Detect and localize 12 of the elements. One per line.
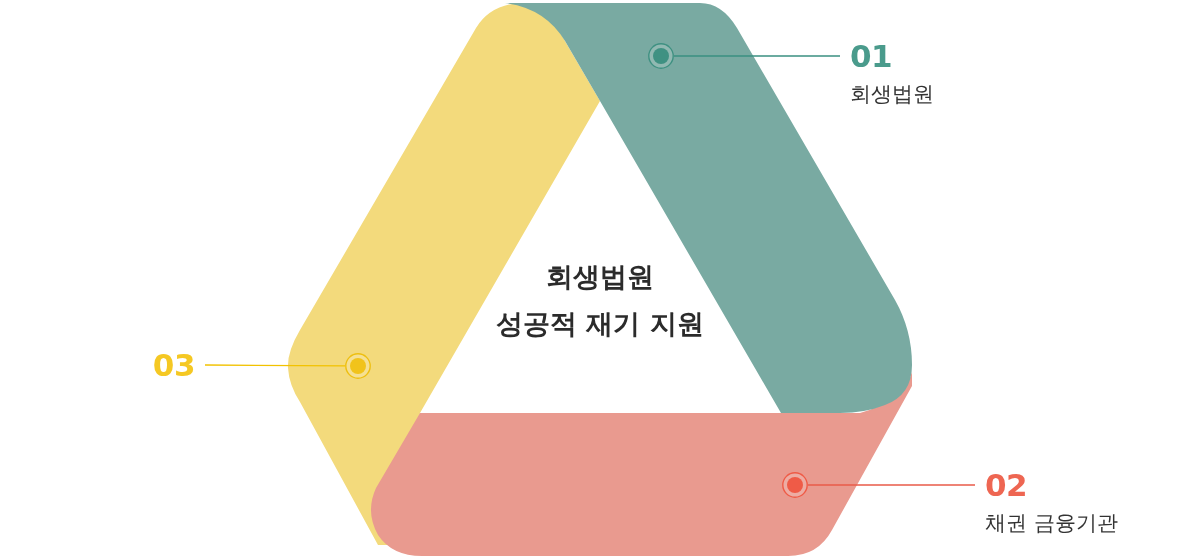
callout-number: 02 — [985, 467, 1028, 503]
leader-line — [807, 484, 976, 486]
callout-text: 채권 금융기관 — [985, 510, 1118, 537]
leader-line — [204, 364, 346, 367]
ring-dot-icon — [782, 472, 808, 498]
callout-number: 01 — [850, 38, 893, 74]
leader-line — [673, 55, 841, 57]
ring-dot-icon — [345, 353, 371, 379]
callout-number: 03 — [152, 347, 195, 383]
ring-dot-icon — [648, 43, 674, 69]
callout-text: 회생법원 — [850, 81, 934, 108]
center-title: 회생법원 성공적 재기 지원 — [495, 260, 705, 341]
